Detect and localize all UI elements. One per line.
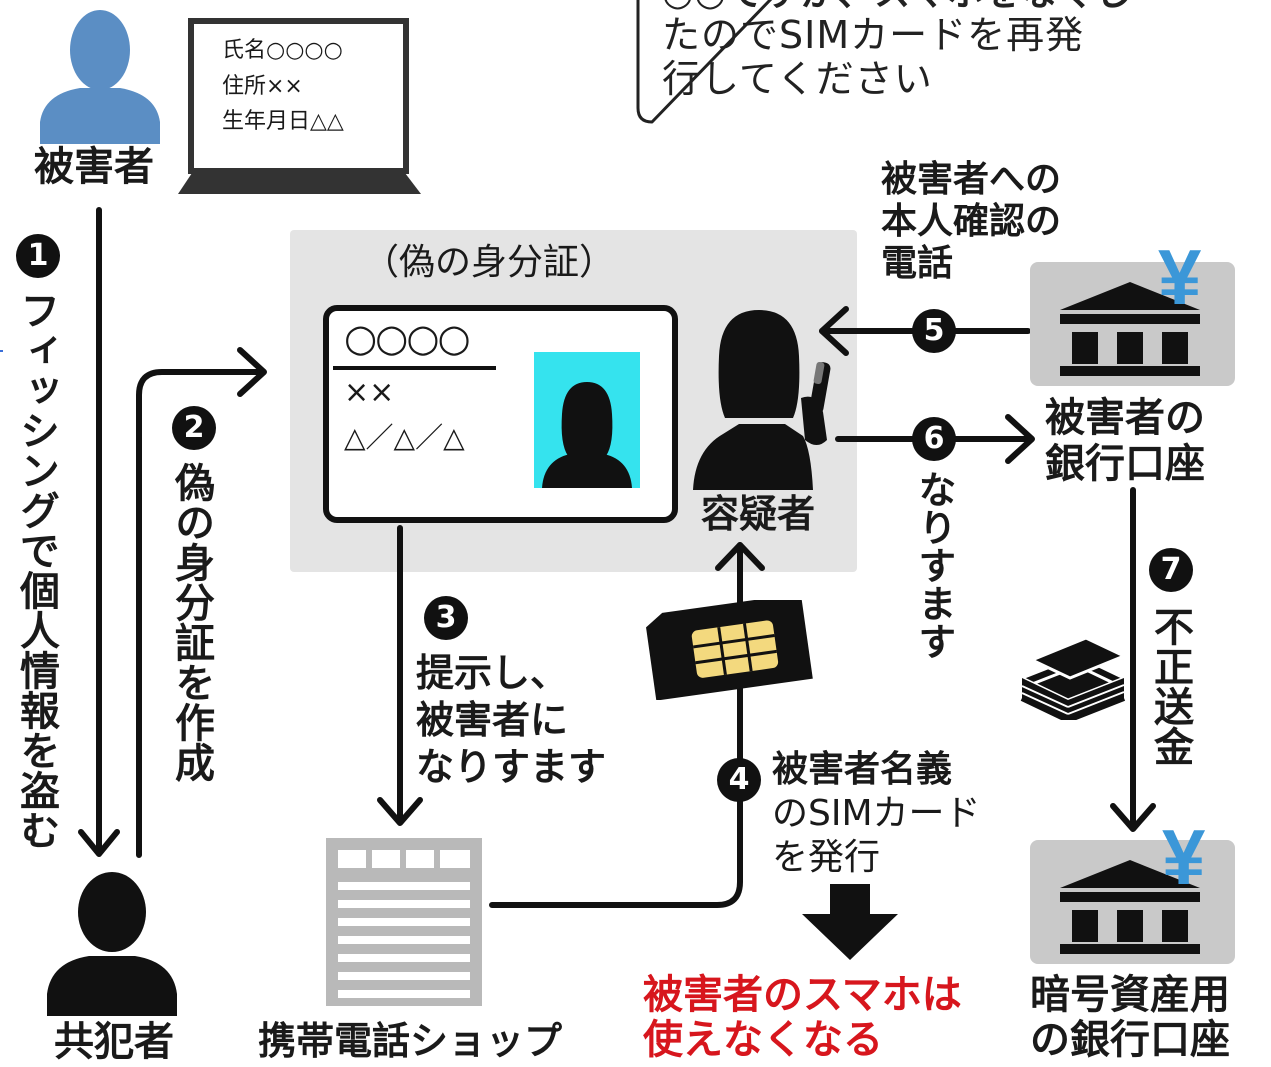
step-4-text-line3: を発行 (772, 837, 881, 878)
step-2-text: 偽の身分証を作成 (168, 462, 214, 782)
crypto-bank-label-line2: の銀行口座 (1030, 1017, 1230, 1063)
fake-id-birthdate: △／△／△ (344, 421, 465, 454)
step-6-text: なりすます (912, 470, 956, 660)
shop-building-icon (326, 838, 482, 1006)
step-2-badge: 2 (172, 406, 216, 450)
step-3-badge: 3 (424, 596, 468, 640)
confirmation-call-note-line2: 本人確認の (881, 201, 1062, 242)
victim-label: 被害者 (34, 144, 154, 190)
step-7-badge: 7 (1149, 548, 1193, 592)
step-3-text-line2: 被害者に (416, 698, 569, 742)
down-arrow-icon (802, 884, 898, 960)
consequence-line1: 被害者のスマホは (643, 972, 962, 1018)
confirmation-call-note-line1: 被害者への (881, 159, 1062, 200)
laptop-text-address: 住所×× (222, 74, 303, 99)
edge-marker (0, 350, 3, 352)
sim-card-icon (646, 600, 813, 700)
fake-id-title: （偽の身分証） (363, 242, 616, 283)
step-1-text: フィッシングで個人情報を盗む (13, 290, 59, 850)
suspect-phone-caller-icon (693, 310, 831, 490)
speech-bubble-line3: 行してください (662, 57, 933, 101)
laptop-icon (178, 18, 421, 194)
victim-bank-label-line2: 銀行口座 (1045, 441, 1205, 487)
step-6-badge: 6 (912, 417, 956, 461)
speech-bubble-line2: たのでSIMカードを再発 (662, 13, 1085, 57)
victim-bank-yen-icon: ¥ (1158, 233, 1202, 321)
step-3-text-line1: 提示し、 (416, 651, 569, 695)
accomplice-label: 共犯者 (54, 1019, 174, 1065)
speech-bubble-line1: ○○ですが、スマホをなくし (662, 0, 1132, 13)
fake-id-divider (333, 366, 496, 370)
id-photo-icon (534, 352, 640, 488)
confirmation-call-note-line3: 電話 (881, 243, 954, 284)
speech-bubble (636, 0, 773, 124)
money-stack-icon (1018, 636, 1128, 720)
victim-bank-icon (1030, 262, 1235, 386)
mobile-shop-label: 携帯電話ショップ (258, 1019, 563, 1063)
step-1-badge: 1 (16, 234, 60, 278)
consequence-line2: 使えなくなる (643, 1017, 883, 1063)
crypto-bank-yen-icon: ¥ (1162, 813, 1206, 901)
fake-id-name: ○○○○ (344, 316, 471, 360)
accomplice-person-icon (47, 872, 177, 1016)
step-4-badge: 4 (717, 758, 761, 802)
step-4-text-line2: のSIMカード (772, 793, 981, 834)
step-5-badge: 5 (912, 309, 956, 353)
step-4-text-line1: 被害者名義 (772, 749, 953, 790)
suspect-label: 容疑者 (701, 492, 816, 536)
victim-bank-label-line1: 被害者の (1045, 395, 1205, 441)
laptop-text-birthdate: 生年月日△△ (222, 109, 344, 134)
crypto-bank-label-line1: 暗号資産用 (1030, 972, 1230, 1018)
step-3-text-line3: なりすます (416, 745, 607, 789)
laptop-text-name: 氏名○○○○ (222, 38, 343, 63)
step-7-text: 不正送金 (1147, 606, 1193, 766)
fake-id-address: ×× (344, 375, 395, 410)
victim-person-icon (40, 10, 160, 144)
crypto-bank-icon (1030, 840, 1235, 964)
